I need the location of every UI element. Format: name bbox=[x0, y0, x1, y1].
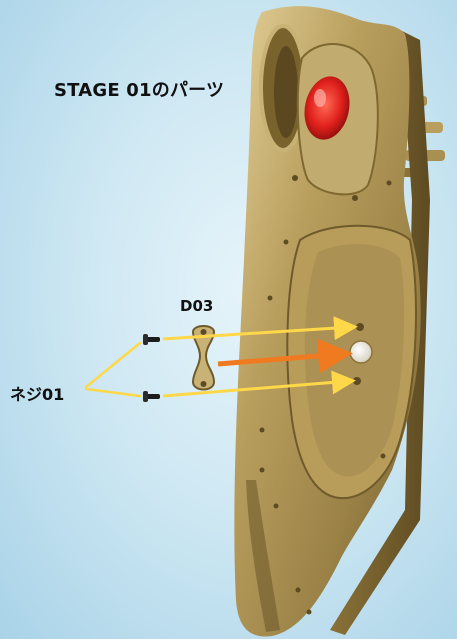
part-label-screw: ネジ01 bbox=[10, 381, 64, 405]
button-receptacle bbox=[350, 341, 372, 363]
screw-leader-lines bbox=[86, 343, 140, 396]
stage-title: STAGE 01のパーツ bbox=[54, 76, 224, 102]
screw-lower bbox=[143, 391, 160, 402]
screw-upper bbox=[143, 334, 160, 345]
part-label-d03: D03 bbox=[180, 297, 213, 315]
